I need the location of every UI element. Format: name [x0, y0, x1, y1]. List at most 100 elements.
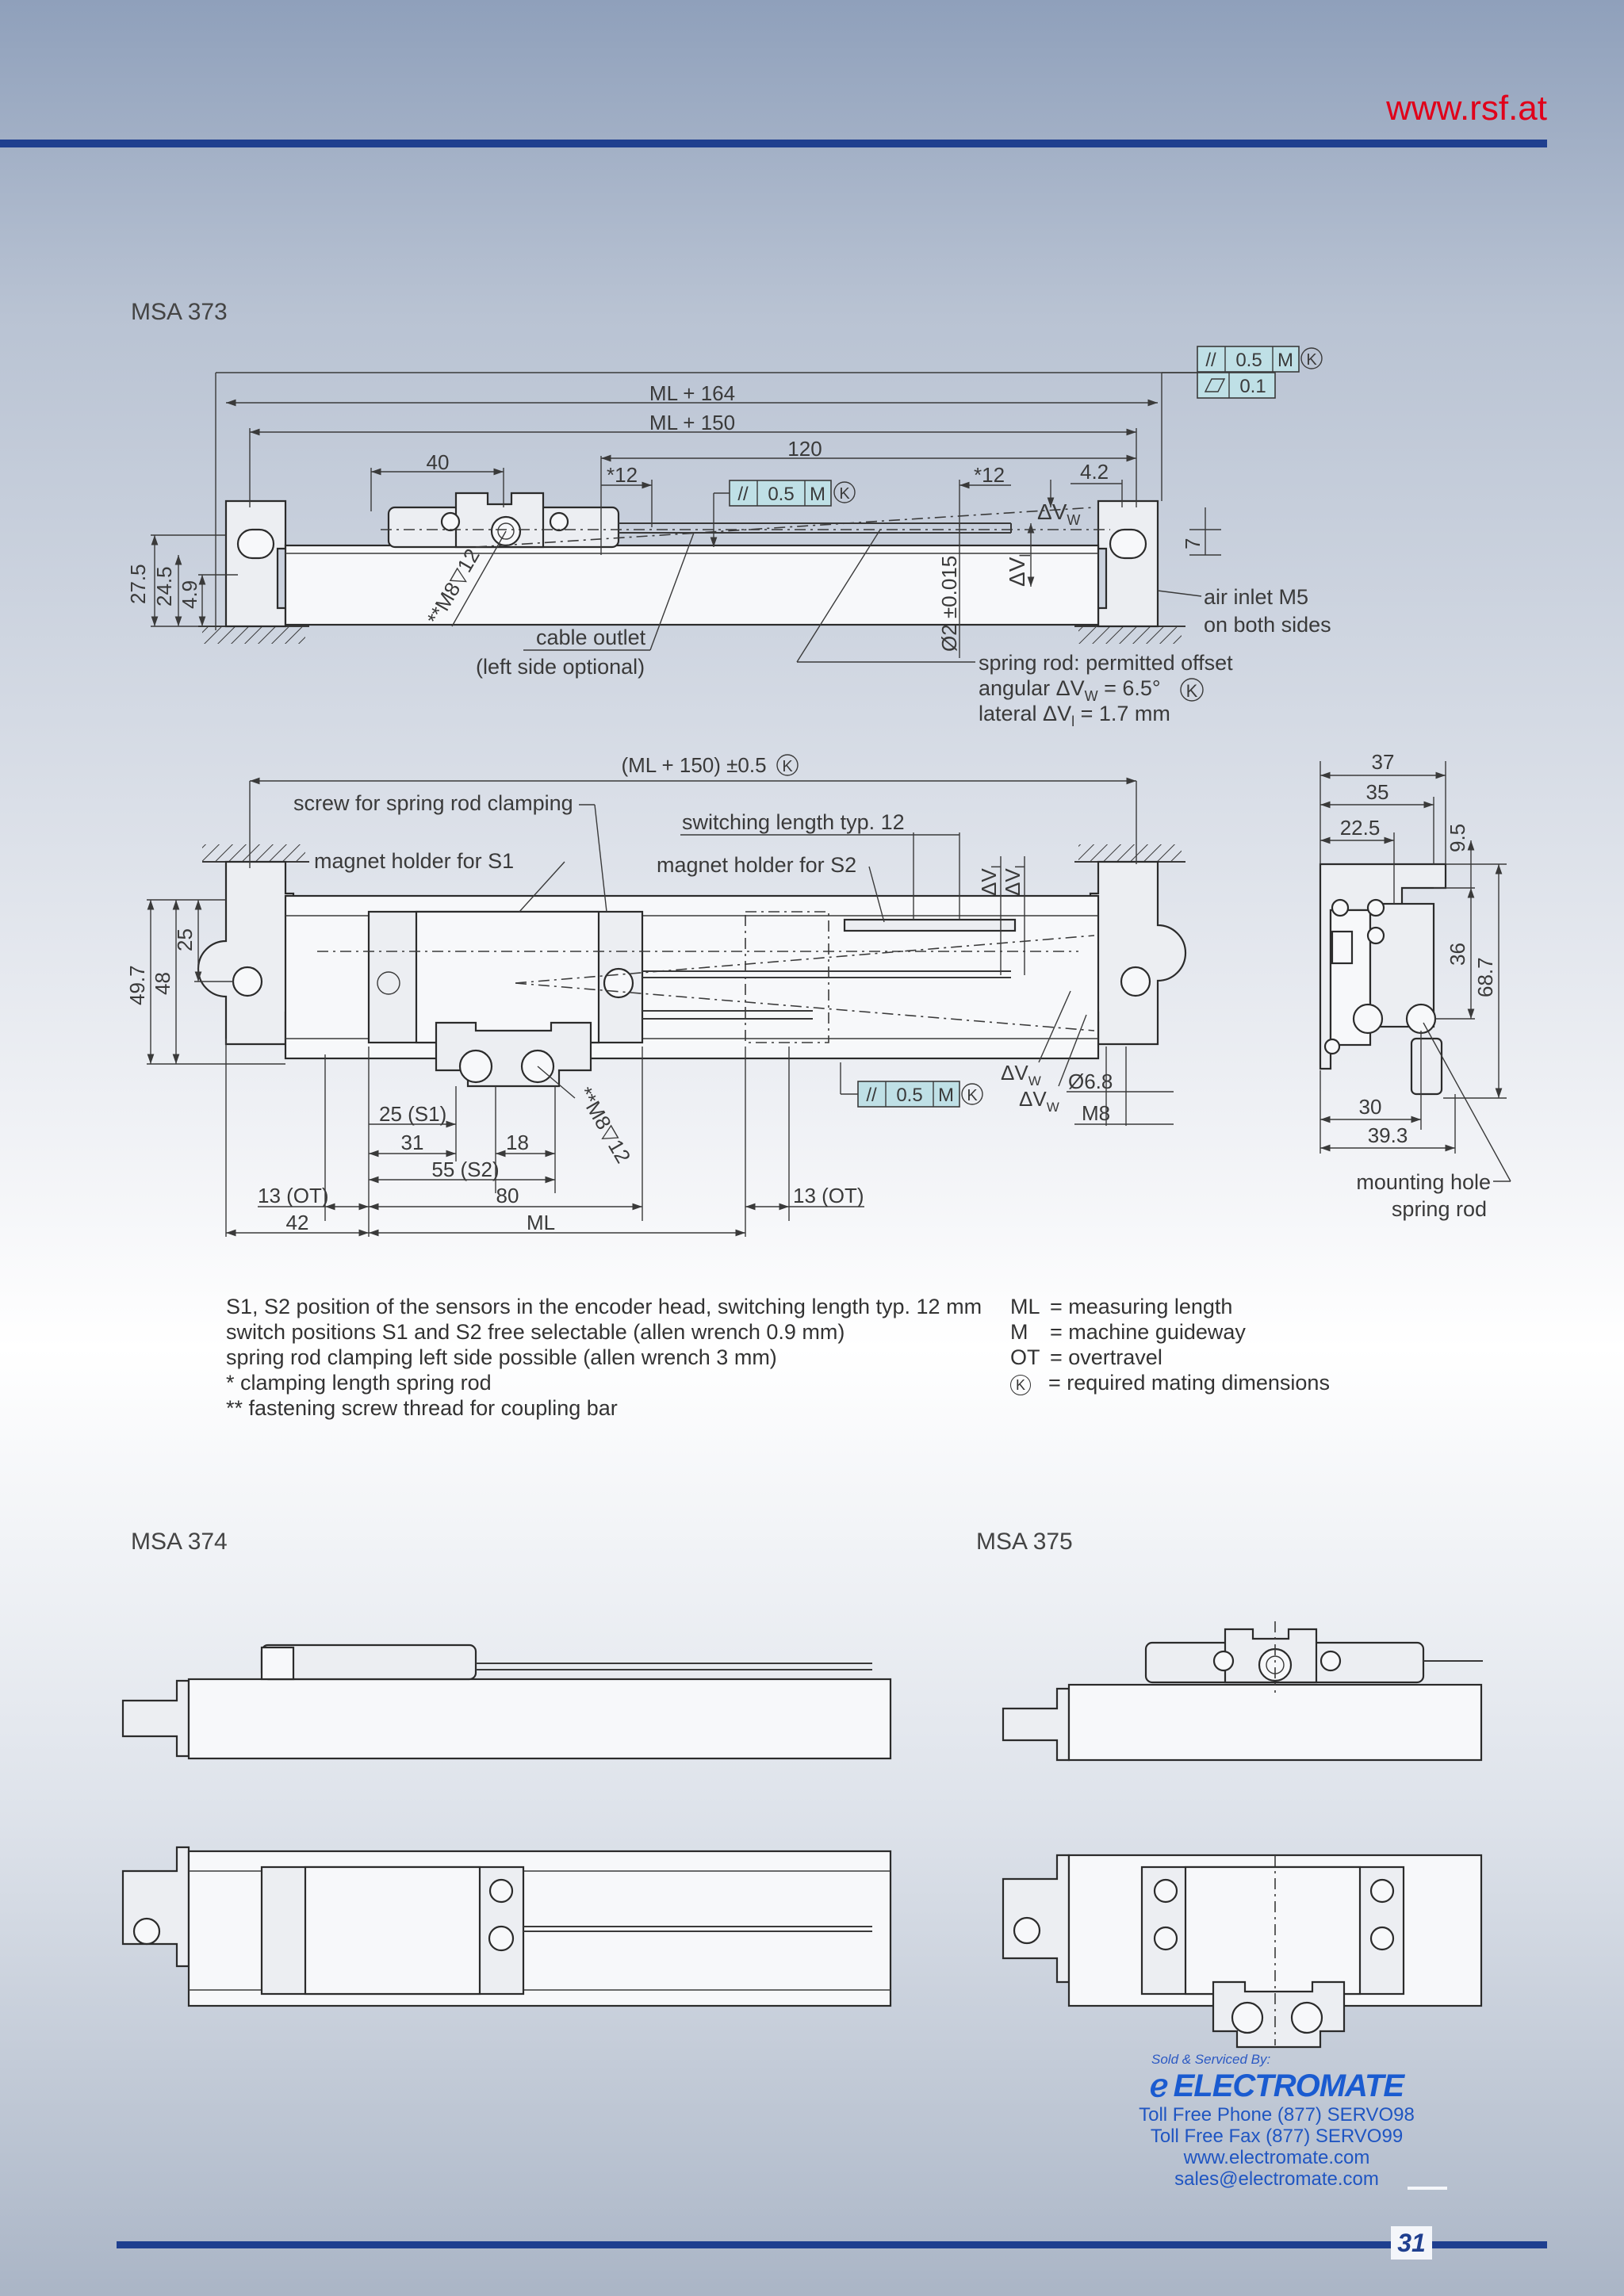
dim-13-ot-right: 13 (OT) [793, 1184, 864, 1207]
end-cap-right [1097, 499, 1159, 628]
tolerance-frame-parallel [1197, 346, 1300, 373]
tolerance-frame-flatness [1197, 372, 1276, 399]
label-spring-lateral: lateral ΔVl = 1.7 mm [979, 702, 1170, 729]
label-magnet-s1: magnet holder for S1 [314, 849, 514, 873]
svg-text:K: K [1306, 351, 1317, 369]
dim-42: 42 [286, 1211, 309, 1234]
svg-text://: // [737, 484, 749, 505]
dim-30: 30 [1359, 1095, 1382, 1119]
section-title-msa374: MSA 374 [131, 1529, 228, 1555]
dim-25: 25 [173, 928, 197, 951]
k-circle-symbol: K [1010, 1375, 1031, 1395]
dim-80: 80 [496, 1184, 519, 1207]
label-spring-rod-offset: spring rod: permitted offset [979, 651, 1233, 675]
decorative-dash [1408, 2187, 1447, 2190]
svg-text:K: K [839, 485, 850, 503]
dim-31: 31 [401, 1131, 424, 1154]
dim-7: 7 [1181, 538, 1205, 549]
dim-12-left: *12 [607, 463, 638, 487]
label-magnet-s2: magnet holder for S2 [657, 853, 856, 877]
website-url: www.rsf.at [1386, 89, 1547, 128]
email-link[interactable]: sales@electromate.com [1174, 2168, 1379, 2190]
svg-text:K: K [967, 1087, 978, 1104]
dim-ml150-tol: (ML + 150) ±0.5 [621, 753, 766, 777]
dim-delta-vw-front-2: ΔVW [1019, 1087, 1059, 1115]
legend-item: OT= overtravel [1010, 1345, 1162, 1369]
svg-text:0.5: 0.5 [768, 484, 794, 505]
note-line: * clamping length spring rod [226, 1371, 492, 1395]
dim-dia2: Ø2 ±0.015 [937, 556, 961, 652]
toll-free-phone: Toll Free Phone (877) SERVO98 [1139, 2104, 1415, 2126]
front-end-cap-right [1089, 860, 1187, 1046]
k-symbol-angular [1180, 678, 1204, 702]
dim-4-9: 4.9 [178, 580, 201, 609]
dim-48: 48 [151, 972, 174, 995]
dim-22-5: 22.5 [1340, 816, 1381, 840]
website-link[interactable]: www.electromate.com [1183, 2147, 1370, 2168]
brand-name: ELECTROMATE [1173, 2068, 1404, 2103]
dim-24-5: 24.5 [152, 566, 176, 607]
dim-18: 18 [506, 1131, 529, 1154]
legend-item: M= machine guideway [1010, 1320, 1246, 1344]
dim-13-ot-left: 13 (OT) [258, 1184, 329, 1207]
msa374-drawings [121, 1644, 892, 2007]
scale-profile [284, 544, 1100, 626]
legend: ML= measuring length M= machine guideway… [1010, 1294, 1330, 1395]
note-line: spring rod clamping left side possible (… [226, 1345, 777, 1369]
legend-item: K= required mating dimensions [1010, 1370, 1330, 1395]
dim-55-s2: 55 (S2) [431, 1158, 499, 1181]
dim-120: 120 [787, 437, 822, 461]
dim-ml164: ML + 164 [649, 381, 735, 405]
toll-free-fax: Toll Free Fax (877) SERVO99 [1150, 2126, 1404, 2147]
label-spring-rod-side: spring rod [1392, 1197, 1487, 1221]
front-end-cap-left [197, 860, 295, 1046]
dim-36: 36 [1446, 943, 1469, 966]
dim-27-5: 27.5 [126, 564, 150, 604]
svg-text:K: K [782, 758, 793, 775]
msa373-top-view: ML + 164 ML + 150 120 40 *12 *12 4.2 ΔVW… [126, 346, 1331, 729]
label-cable-outlet-optional: (left side optional) [476, 655, 645, 679]
label-air-inlet: air inlet M5 [1204, 585, 1308, 609]
label-cable-outlet: cable outlet [536, 626, 646, 649]
svg-text:0.5: 0.5 [896, 1085, 922, 1106]
label-mounting-hole: mounting hole [1356, 1170, 1491, 1194]
dim-25-s1: 25 (S1) [379, 1102, 446, 1126]
dim-49-7: 49.7 [125, 965, 149, 1005]
label-m8-front: **M8▽12 [573, 1083, 636, 1167]
svg-text:K: K [1186, 681, 1198, 701]
msa373-side-view: 37 35 22.5 9.5 36 68.7 30 39.3 mounting … [1319, 750, 1511, 1221]
note-line: switch positions S1 and S2 free selectab… [226, 1320, 845, 1344]
ground-hatch-right [1078, 626, 1182, 644]
legend-item: ML= measuring length [1010, 1295, 1233, 1318]
dim-ml150: ML + 150 [649, 411, 735, 434]
bottom-rule [117, 2241, 1547, 2248]
dim-35: 35 [1366, 780, 1389, 804]
dim-12-right: *12 [974, 463, 1005, 487]
svg-text:M: M [1277, 350, 1293, 371]
electromate-e-icon: ℯ [1149, 2068, 1169, 2103]
dim-delta-vl-front-1: ΔVl [977, 866, 1004, 897]
dim-4-2: 4.2 [1080, 460, 1109, 484]
svg-text:M: M [938, 1085, 954, 1106]
label-screw-spring-rod: screw for spring rod clamping [293, 791, 573, 815]
dim-40: 40 [427, 450, 450, 474]
tolerance-frame-rod [729, 480, 832, 507]
msa373-front-view: (ML + 150) ±0.5 K screw for spring rod c… [125, 753, 1187, 1237]
note-line: S1, S2 position of the sensors in the en… [226, 1295, 982, 1318]
page-number: 31 [1391, 2226, 1432, 2260]
dim-ml: ML [527, 1211, 555, 1234]
dim-delta-vl-front-2: ΔVl [1001, 866, 1028, 897]
end-cap-left [224, 499, 287, 628]
sold-by-label: Sold & Serviced By: [1151, 2052, 1271, 2067]
ground-hatch-left [202, 626, 305, 644]
label-air-inlet-sides: on both sides [1204, 613, 1331, 637]
dim-37: 37 [1372, 750, 1395, 774]
label-switching-length: switching length typ. 12 [682, 810, 905, 834]
dim-delta-vw-top: ΔVW [1037, 499, 1080, 528]
label-spring-angular: angular ΔVW = 6.5° [979, 676, 1161, 704]
dim-dia6-8: Ø6.8 [1068, 1070, 1113, 1093]
note-line: ** fastening screw thread for coupling b… [226, 1396, 618, 1420]
section-title-msa373: MSA 373 [131, 299, 228, 325]
dim-68-7: 68.7 [1473, 957, 1497, 997]
